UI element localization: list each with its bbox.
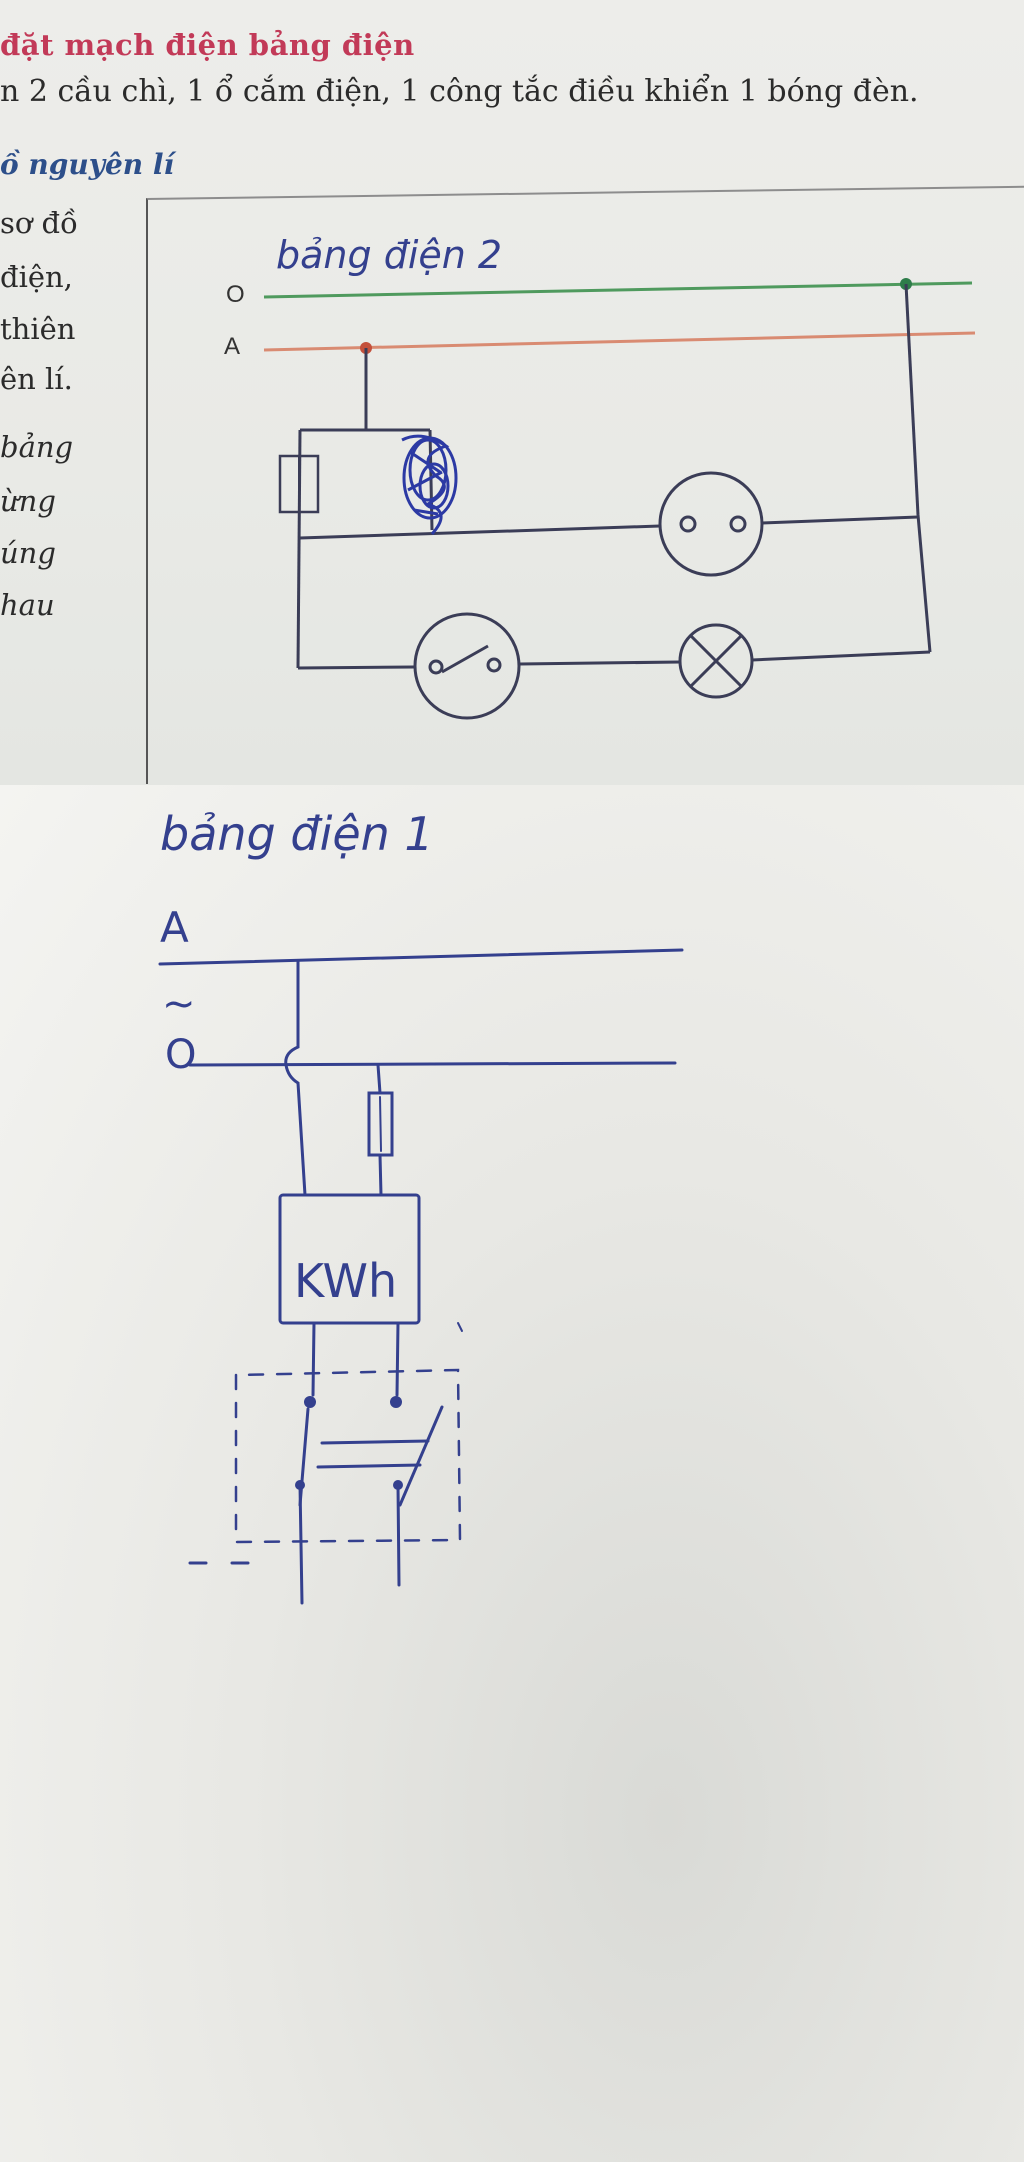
lamp-row-wire: [751, 650, 931, 662]
scribble-mark: [401, 434, 458, 536]
branch-wire: [428, 429, 434, 531]
terminal-dot: [390, 1396, 402, 1408]
return-wire: [916, 514, 932, 653]
section-heading: đặt mạch điện bảng điện: [0, 28, 415, 62]
lamp-row-wire: [297, 665, 415, 670]
phase-label: A: [160, 903, 189, 952]
neutral-wire: [188, 1061, 677, 1067]
phase-drop-wire: [284, 959, 307, 1197]
fuse-icon: [379, 1096, 382, 1152]
printed-page: đặt mạch điện bảng điện n 2 cầu chì, 1 ổ…: [0, 0, 1024, 785]
left-text-line: ừng: [0, 484, 56, 518]
socket-row-wire: [299, 524, 661, 540]
left-text-line: bảng: [0, 430, 74, 464]
meter-output-wire: [395, 1321, 400, 1397]
neutral-drop-wire: [376, 1063, 382, 1095]
double-pole-switch-icon: [316, 1463, 422, 1469]
left-text-line: hau: [0, 588, 55, 622]
switch-enclosure: [234, 1368, 462, 1544]
phase-label: A: [224, 333, 240, 360]
lamp-icon: [678, 623, 754, 699]
diagram-subheading: ồ nguyên lí: [0, 148, 175, 181]
lamp-row-wire: [519, 660, 681, 666]
left-text-line: sơ đồ: [0, 206, 78, 240]
kwh-meter-icon: [278, 1193, 421, 1325]
handwritten-title-top: bảng điện 2: [276, 233, 502, 277]
notebook-page: bảng điện 1 A ~ O: [0, 785, 1024, 2162]
meter-output-wire: [311, 1321, 316, 1397]
phase-wire: [158, 948, 684, 966]
output-wire: [298, 1483, 304, 1605]
double-pole-switch-icon: [398, 1405, 444, 1507]
left-text-line: thiên: [0, 312, 76, 346]
task-description: n 2 cầu chì, 1 ổ cắm điện, 1 công tắc đi…: [0, 74, 919, 109]
left-text-line: ên lí.: [0, 362, 73, 396]
socket-row-wire: [761, 515, 919, 525]
terminal-dot: [393, 1480, 403, 1490]
output-wire: [396, 1483, 401, 1587]
neutral-label: O: [226, 281, 245, 308]
terminal-dot: [295, 1480, 305, 1490]
terminal-dot: [304, 1396, 316, 1408]
return-wire: [904, 283, 920, 516]
left-text-line: úng: [0, 536, 56, 570]
neutral-wire: [263, 281, 973, 299]
wiring-diagram-top: bảng điện 2 O A: [224, 233, 976, 720]
handwritten-title-bottom: bảng điện 1: [160, 807, 434, 861]
neutral-label: O: [165, 1032, 196, 1078]
neutral-drop-wire: [378, 1153, 383, 1197]
phase-wire: [263, 331, 976, 352]
pen-mark: [457, 1322, 463, 1332]
ac-symbol: ~: [162, 981, 196, 1027]
socket-icon: [658, 471, 764, 577]
kwh-meter-label: KWh: [294, 1254, 397, 1308]
left-text-line: điện,: [0, 260, 73, 294]
switch-icon: [413, 612, 521, 720]
double-pole-switch-icon: [320, 1439, 430, 1445]
wiring-diagram-bottom: bảng điện 1 A ~ O: [158, 807, 684, 1605]
